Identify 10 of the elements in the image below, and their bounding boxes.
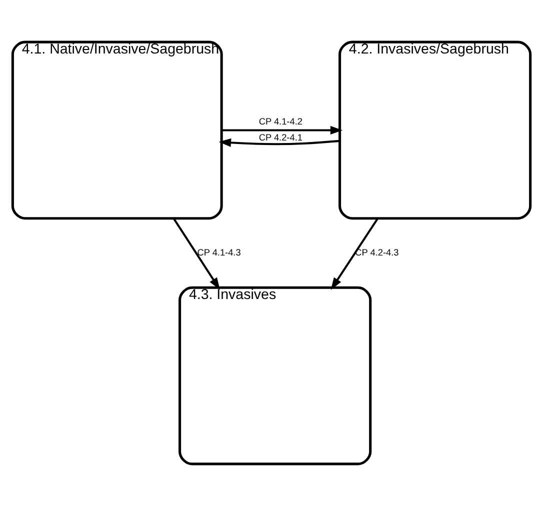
edge-label: CP 4.1-4.2 — [258, 116, 302, 126]
arrow — [172, 218, 220, 290]
node-box: 4.3. Invasives — [178, 286, 372, 466]
node-box: 4.2. Invasives/Sagebrush — [338, 40, 532, 220]
node-box: 4.1. Native/Invasive/Sagebrush — [11, 40, 223, 220]
arrow — [330, 218, 379, 290]
arrow — [218, 138, 340, 147]
edge-label: CP 4.2-4.1 — [258, 132, 302, 143]
edge-label: CP 4.1-4.3 — [197, 247, 241, 258]
arrow — [222, 126, 343, 134]
